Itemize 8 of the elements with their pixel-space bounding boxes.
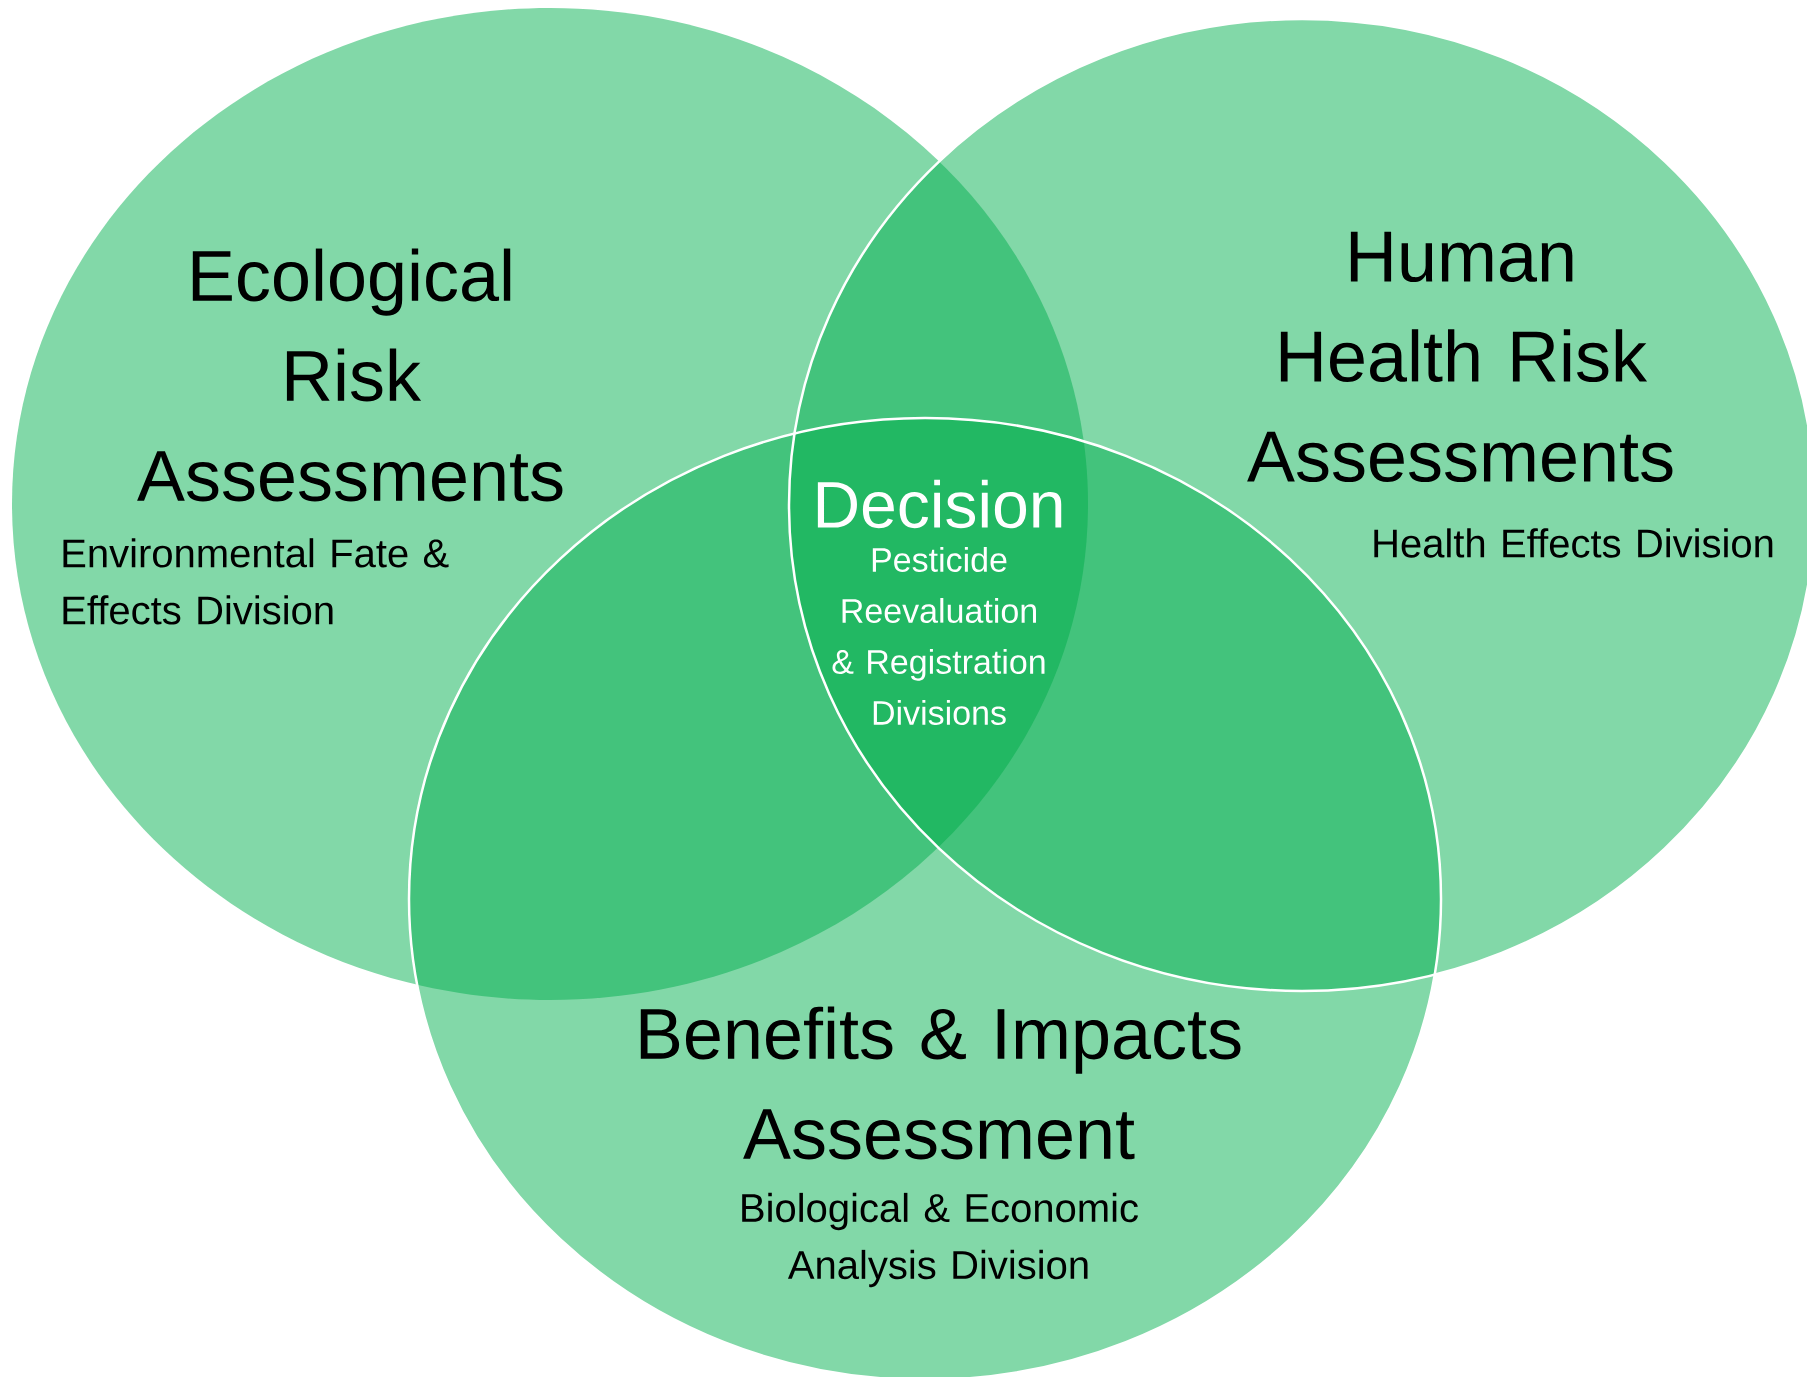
- decision-heading: Decision: [817, 479, 1062, 529]
- division-label: Pesticide Reevaluation & Registration Divisions: [832, 547, 1045, 725]
- division-label: Biological & Economic Analysis Division: [742, 1192, 1138, 1288]
- division-label: Health Effects Division: [1374, 528, 1773, 558]
- heading: Ecological Risk Assessments: [137, 248, 563, 502]
- division-label: Environmental Fate & Effects Division: [63, 538, 449, 625]
- heading: Human Health Risk Assessments: [1247, 231, 1673, 483]
- heading: Benefits & Impacts Assessment: [640, 1006, 1241, 1160]
